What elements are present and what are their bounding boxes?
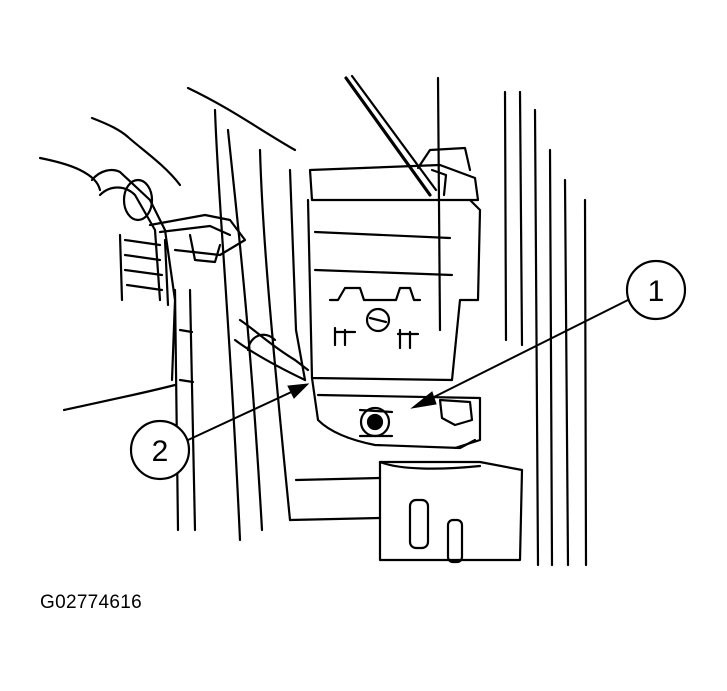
latch-body-band	[313, 230, 452, 240]
linkage-clip	[188, 233, 222, 264]
panel-edge-1	[213, 108, 242, 542]
center-screw	[365, 307, 391, 333]
panel-edge-4	[288, 168, 307, 382]
center-screw-slot	[368, 316, 388, 324]
lock-rod	[344, 76, 432, 197]
callout-1-label: 1	[648, 275, 665, 308]
latch-top-inner	[430, 168, 448, 197]
left-contour-line	[90, 116, 182, 187]
pillar-line-6	[563, 178, 570, 567]
latch-top-step	[416, 146, 472, 172]
latch-body-band-2	[313, 268, 454, 277]
block-slot-1	[408, 498, 430, 550]
callout-2-arrowhead	[287, 383, 310, 399]
latch-cutout	[328, 286, 422, 302]
latch-bolt-inner	[366, 413, 384, 431]
panel-edge-2	[226, 128, 264, 532]
linkage-arm-inner	[158, 224, 232, 237]
striker-hook	[438, 398, 474, 427]
pillar-line-7	[583, 198, 588, 567]
lever-left	[238, 318, 310, 372]
lower-block-top	[378, 460, 482, 470]
cable-left-edge	[173, 288, 180, 532]
latch-tab-left	[333, 326, 357, 347]
lower-left-line	[62, 383, 177, 412]
lock-rod-edge	[350, 74, 438, 192]
lever-left-2	[233, 338, 307, 382]
callout-2-label: 2	[152, 435, 169, 468]
lever-circle	[246, 333, 277, 352]
latch-lower-face	[310, 376, 477, 450]
latch-bolt-washer	[358, 408, 394, 438]
callout-1: 1	[410, 259, 687, 409]
callout-1-arrowhead	[410, 391, 437, 409]
latch-top-face	[308, 163, 480, 202]
cable-sleeve	[178, 328, 195, 384]
line-drawing	[38, 74, 588, 567]
pillar-line-1	[436, 76, 442, 332]
pillar-line-2	[503, 90, 508, 342]
linkage-housing-inner	[98, 186, 162, 302]
callout-2-leader	[187, 387, 301, 441]
cable-right-edge	[188, 288, 197, 532]
linkage-spring-side	[118, 233, 170, 307]
callout-2: 2	[129, 383, 310, 481]
lower-panel-line	[288, 516, 382, 522]
callout-1-leader	[419, 299, 629, 405]
pillar-line-3	[518, 90, 524, 347]
latch-body-outline	[306, 198, 482, 382]
linkage-spring-1	[123, 238, 164, 292]
left-arc-line	[38, 156, 102, 192]
latch-tab-right	[396, 328, 420, 350]
linkage-pivot	[122, 178, 154, 222]
figure-id-label: G02774616	[40, 592, 143, 613]
pillar-line-5	[548, 148, 554, 567]
latch-plate	[316, 393, 482, 450]
lower-block	[378, 460, 524, 562]
pillar-line-4	[533, 108, 540, 567]
callout-2-circle	[129, 419, 191, 481]
block-slot-2	[446, 518, 464, 564]
panel-edge-3	[258, 148, 292, 522]
linkage-housing	[90, 169, 177, 382]
lower-panel-line-2	[294, 476, 382, 482]
callout-1-circle	[625, 259, 687, 321]
upper-contour-line	[186, 86, 297, 152]
